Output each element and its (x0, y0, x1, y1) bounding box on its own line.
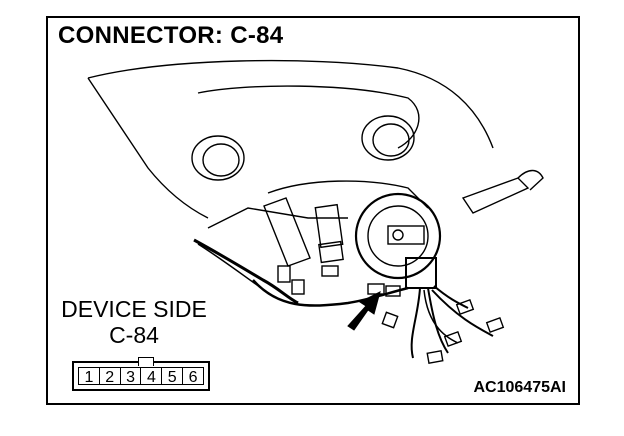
harness-left (193, 238, 299, 305)
clock-spring-inner (367, 205, 429, 267)
clock-spring-connector-block (405, 257, 437, 289)
device-side-connector-id: C-84 (109, 322, 159, 348)
wire-connector-2 (485, 317, 505, 333)
device-side-title: DEVICE SIDE (61, 296, 207, 322)
right-gauge-pod (361, 115, 415, 161)
connector-face-icon: 1 2 3 4 5 6 (72, 357, 210, 391)
wire-down-1 (410, 287, 421, 359)
connector-pin: 5 (162, 368, 184, 386)
steering-column-illustration (87, 59, 544, 364)
dashboard-lower-edge (87, 77, 209, 219)
right-lever-tip (517, 169, 544, 191)
right-lever-stalk (461, 177, 530, 214)
dashboard-outline (87, 59, 494, 149)
column-lower-cover (207, 207, 348, 229)
wire-connector-1 (455, 299, 475, 315)
right-gauge-inner (372, 123, 410, 157)
left-gauge-pod (191, 135, 245, 181)
clock-spring-outer (354, 192, 442, 280)
wire-down-2 (427, 287, 449, 354)
connector-pin: 4 (141, 368, 163, 386)
clock-spring-hub (387, 225, 425, 245)
diagram-frame: CONNECTOR: C-84 (46, 16, 580, 405)
harness-connector-3 (321, 265, 339, 277)
harness-connector-2 (291, 279, 305, 295)
wire-connector-3 (443, 331, 463, 347)
arrow-icon (347, 291, 381, 331)
connector-pin: 3 (121, 368, 142, 386)
left-gauge-inner (202, 143, 240, 177)
harness-connector-c84 (367, 283, 385, 295)
harness-connector-mate (385, 285, 401, 297)
harness-main (252, 279, 409, 307)
wire-connector-4 (426, 350, 444, 364)
clock-spring-center (392, 229, 404, 241)
connector-pin-row: 1 2 3 4 5 6 (78, 367, 204, 386)
wire-connector-5 (381, 311, 399, 329)
left-lever-end (318, 240, 344, 264)
left-lever-body (314, 203, 344, 249)
left-lever-arm (263, 197, 311, 267)
instrument-hood (197, 85, 420, 149)
connector-pin: 6 (188, 369, 198, 386)
connector-pin: 1 (79, 368, 100, 386)
connector-pin: 2 (100, 368, 121, 386)
harness-connector-1 (277, 265, 291, 283)
diagram-title: CONNECTOR: C-84 (58, 22, 284, 49)
device-side-label: DEVICE SIDE C-84 (60, 296, 208, 348)
wire-right-1 (433, 285, 469, 309)
reference-code: AC106475AI (473, 379, 567, 396)
column-upper-cover (267, 180, 429, 209)
wire-down-3 (423, 289, 459, 344)
connector-latch (138, 357, 154, 366)
wire-right-2 (431, 289, 494, 337)
